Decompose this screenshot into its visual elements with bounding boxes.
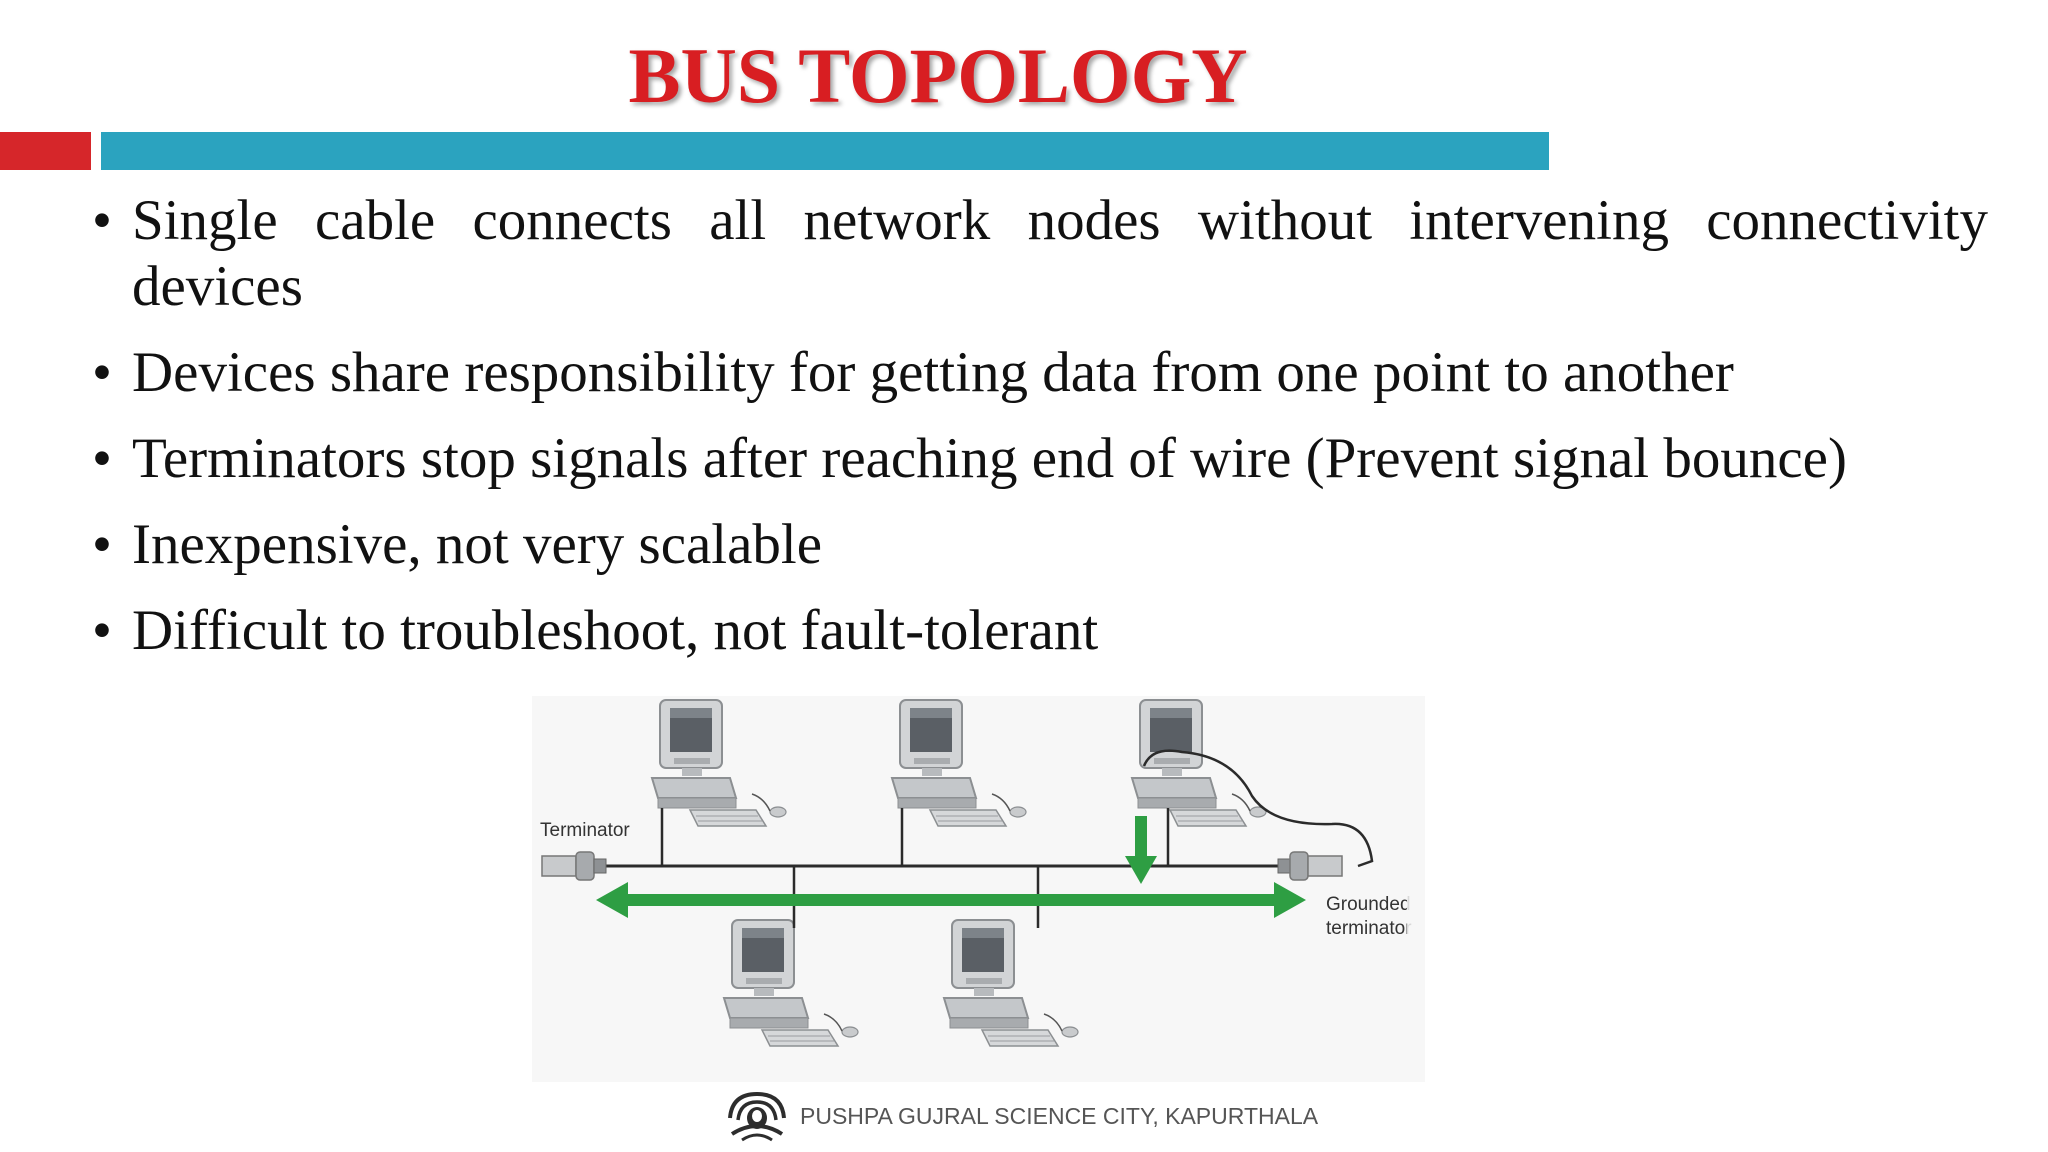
bullet-item: Inexpensive, not very scalable bbox=[92, 512, 1988, 578]
bullet-item: Devices share responsibility for getting… bbox=[92, 340, 1988, 406]
footer-text: PUSHPA GUJRAL SCIENCE CITY, KAPURTHALA bbox=[800, 1102, 1319, 1129]
grounded-terminator-label: Grounded bbox=[1326, 894, 1411, 915]
bullet-text: Inexpensive, not very scalable bbox=[132, 513, 823, 576]
accent-bar-red bbox=[0, 132, 91, 170]
bus-topology-diagram: Terminator Grounded terminator bbox=[532, 696, 1425, 1082]
bullet-item: Terminators stop signals after reaching … bbox=[92, 426, 1988, 492]
slide-title: BUS TOPOLOGY bbox=[628, 32, 1248, 119]
signal-arrow bbox=[596, 816, 1306, 918]
grounded-label-line-1: Grounded bbox=[1326, 894, 1411, 915]
grounded-terminator-label: terminator bbox=[1326, 918, 1412, 939]
bullet-text: Single cable connects all network nodes … bbox=[132, 189, 1988, 318]
bullet-text: Devices share responsibility for getting… bbox=[132, 341, 1734, 404]
grounded-label-line-2: terminator bbox=[1326, 918, 1412, 939]
footer: PUSHPA GUJRAL SCIENCE CITY, KAPURTHALA bbox=[724, 1088, 1318, 1144]
science-city-logo-icon bbox=[728, 1091, 786, 1142]
terminator-icon bbox=[541, 851, 607, 881]
bullet-list: Single cable connects all network nodes … bbox=[92, 188, 1988, 684]
bullet-text: Terminators stop signals after reaching … bbox=[132, 427, 1847, 490]
bullet-item: Difficult to troubleshoot, not fault-tol… bbox=[92, 598, 1988, 664]
ground-cable bbox=[1142, 749, 1374, 868]
bullet-item: Single cable connects all network nodes … bbox=[92, 188, 1988, 320]
bullet-text: Difficult to troubleshoot, not fault-tol… bbox=[132, 599, 1099, 662]
grounded-terminator-icon bbox=[1277, 851, 1343, 881]
accent-bar-teal bbox=[101, 132, 1549, 170]
terminator-label: Terminator bbox=[540, 820, 630, 841]
